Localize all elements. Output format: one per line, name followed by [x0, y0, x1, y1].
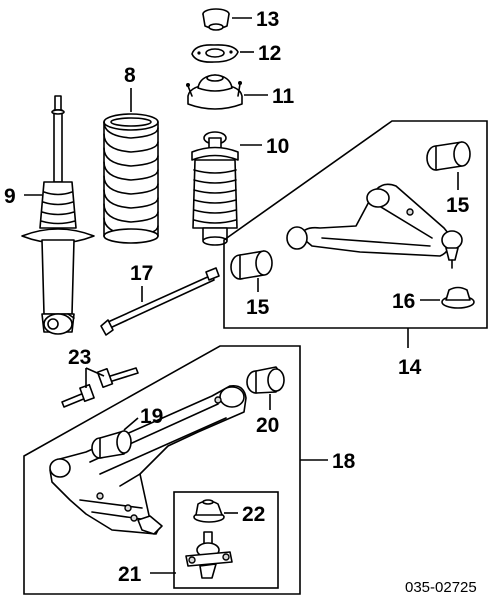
part-22-boot [193, 499, 225, 523]
part-9-shock-absorber [21, 95, 95, 335]
label-18: 18 [332, 450, 356, 473]
label-21: 21 [118, 563, 142, 586]
label-13: 13 [256, 8, 279, 31]
label-20: 20 [256, 414, 279, 437]
label-15-bottom: 15 [246, 296, 270, 319]
ball-joint-box [173, 491, 279, 589]
part-19-bushing [91, 430, 132, 459]
diagram-code: 035-02725 [405, 579, 477, 596]
part-23-bolt-set [61, 367, 139, 408]
lower-arm-group-box [23, 345, 301, 595]
part-15-bushing-top [426, 141, 471, 171]
label-11: 11 [272, 85, 295, 108]
part-20-bushing [246, 366, 285, 394]
label-8: 8 [124, 64, 136, 87]
part-11-strut-mount [186, 74, 243, 110]
part-lower-control-arm [49, 384, 247, 535]
upper-arm-group-box [223, 120, 488, 329]
label-19: 19 [140, 405, 163, 428]
label-17: 17 [130, 262, 153, 285]
part-13-cap [202, 8, 230, 31]
label-23: 23 [68, 346, 91, 369]
label-12: 12 [258, 42, 281, 65]
label-22: 22 [242, 503, 265, 526]
part-12-gasket [191, 44, 239, 63]
part-15-bushing-bottom [230, 250, 273, 280]
part-21-ball-joint [185, 531, 233, 579]
part-upper-control-arm [286, 183, 463, 269]
label-16: 16 [392, 290, 415, 313]
part-8-coil-spring [103, 113, 159, 244]
part-10-dust-boot [191, 131, 239, 246]
label-14: 14 [398, 356, 422, 379]
label-15-top: 15 [446, 194, 470, 217]
part-16-boot [441, 286, 475, 309]
label-10: 10 [266, 135, 289, 158]
label-9: 9 [4, 185, 16, 208]
part-17-long-bolt [100, 267, 220, 336]
